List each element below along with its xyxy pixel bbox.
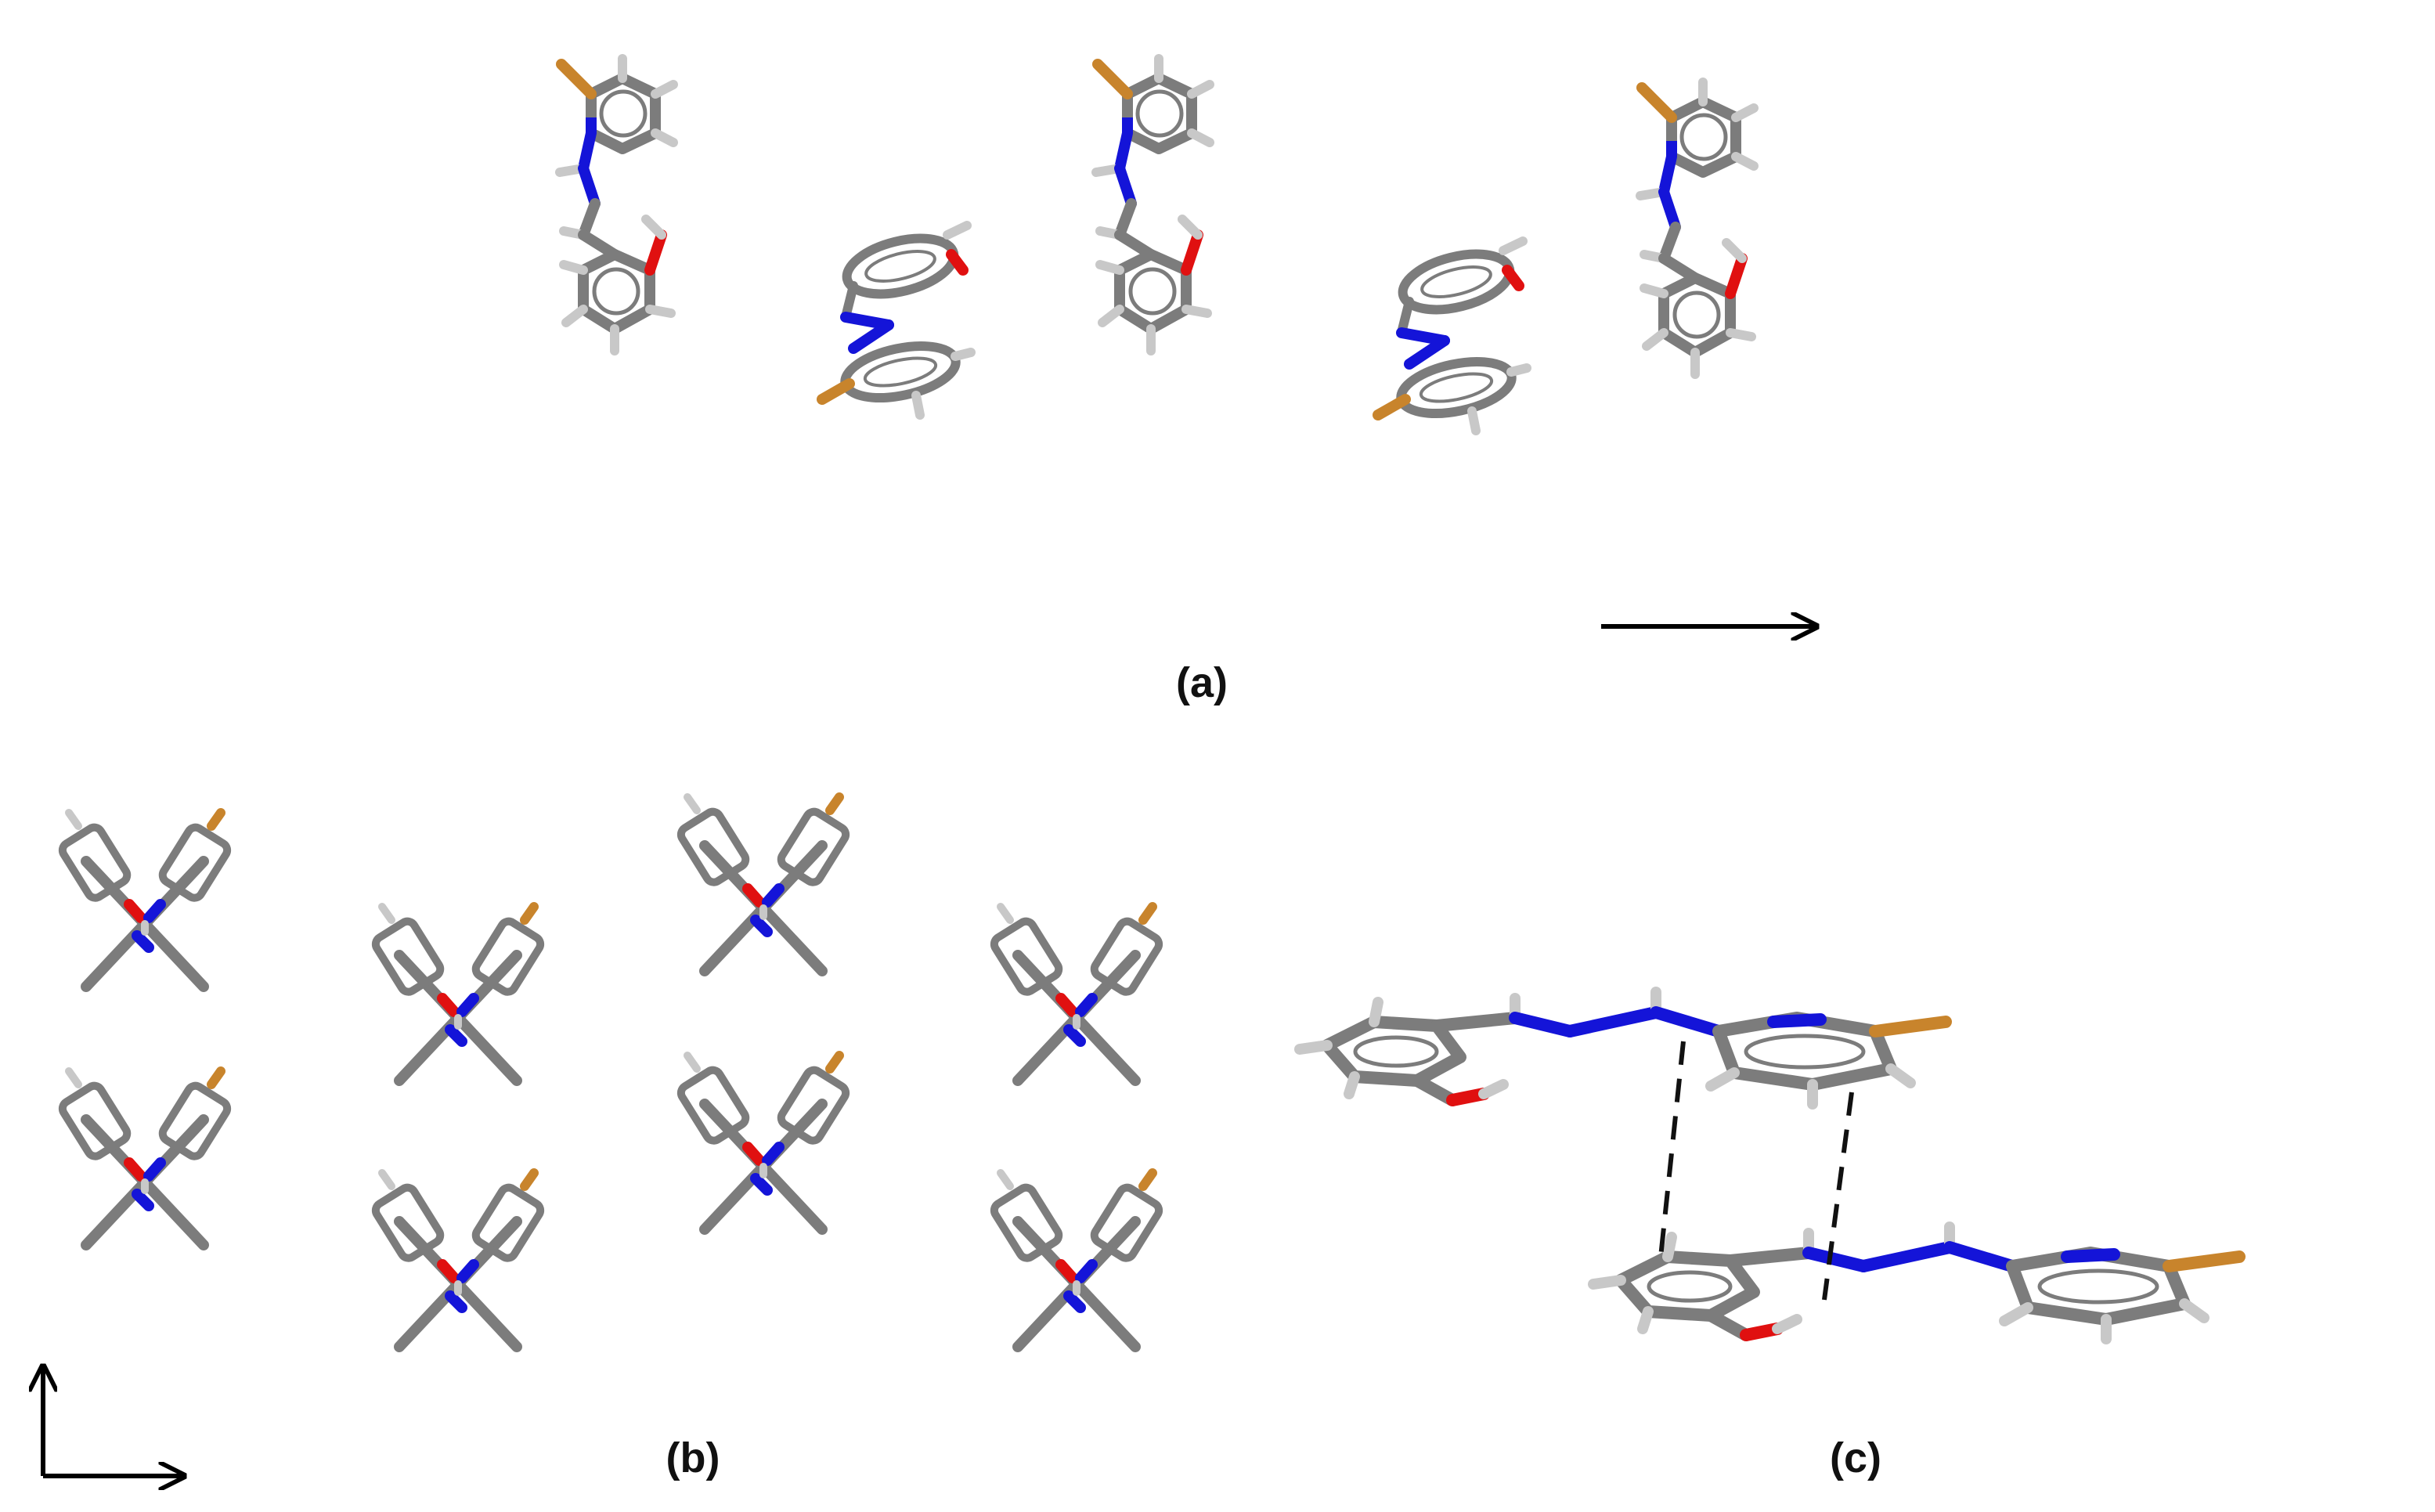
molecule-c-upper — [1300, 992, 1946, 1104]
packing-column-4-lower — [991, 1173, 1162, 1347]
contact-line-icon — [1658, 1041, 1686, 1265]
packing-column-2-lower — [373, 1173, 543, 1347]
axis-arrows-icon — [43, 1366, 184, 1476]
packing-column-2-upper — [373, 907, 543, 1081]
packing-column-3-upper — [678, 797, 849, 971]
panel-a: (a) — [560, 59, 1816, 706]
molecule-a2 — [822, 226, 971, 415]
packing-column-1-lower — [60, 1071, 230, 1245]
packing-column-3-lower — [678, 1056, 849, 1229]
molecule-a1 — [560, 59, 673, 351]
molecule-a5 — [1640, 82, 1754, 374]
panel-c: (c) — [1300, 992, 2239, 1481]
panel-b: (b) — [43, 797, 1162, 1481]
molecule-a4 — [1378, 241, 1527, 431]
panel-label-c: (c) — [1830, 1434, 1881, 1481]
molecule-c-lower — [1593, 1227, 2239, 1339]
packing-column-1-upper — [60, 813, 230, 987]
packing-column-4-upper — [991, 907, 1162, 1081]
panel-label-a: (a) — [1176, 659, 1228, 706]
panel-label-b: (b) — [666, 1434, 720, 1481]
molecule-a3 — [1096, 59, 1210, 351]
